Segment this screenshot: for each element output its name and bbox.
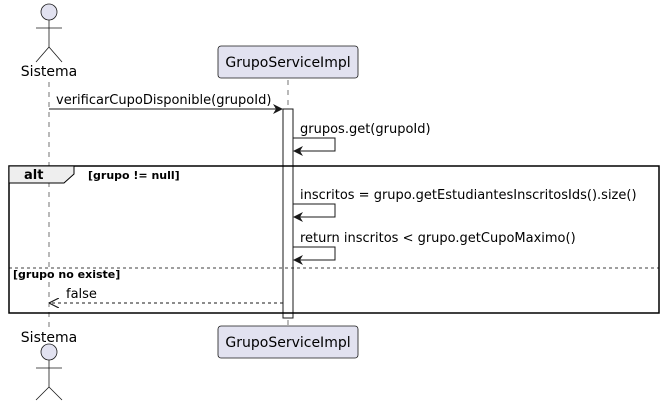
alt-guard-2: [grupo no existe] <box>13 268 120 281</box>
alt-keyword: alt <box>24 168 43 183</box>
message-grupos-get: grupos.get(grupoId) <box>293 122 431 156</box>
alt-frame <box>8 165 660 314</box>
message-verificarcupo: verificarCupoDisponible(grupoId) <box>49 93 283 114</box>
actor-sistema-top: Sistema <box>21 3 77 80</box>
message-false-return: false <box>50 287 283 303</box>
message-label: grupos.get(grupoId) <box>300 122 431 137</box>
actor-icon <box>35 343 63 401</box>
message-label: return inscritos < grupo.getCupoMaximo() <box>300 231 576 246</box>
message-label: verificarCupoDisponible(grupoId) <box>56 93 271 108</box>
alt-guard-1: [grupo != null] <box>88 169 180 182</box>
actor-label-top: Sistema <box>21 64 77 80</box>
participant-gruposerviceimpl-bottom: GrupoServiceImpl <box>217 325 359 359</box>
participant-gruposerviceimpl-top: GrupoServiceImpl <box>217 45 359 79</box>
self-arrow <box>293 203 336 222</box>
message-label: inscritos = grupo.getEstudiantesInscrito… <box>300 188 637 203</box>
self-arrow <box>293 246 336 265</box>
participant-label-top: GrupoServiceImpl <box>225 55 350 71</box>
participant-label-bottom: GrupoServiceImpl <box>225 335 350 351</box>
actor-icon <box>35 3 63 63</box>
message-label: false <box>66 287 97 302</box>
message-inscritos: inscritos = grupo.getEstudiantesInscrito… <box>293 188 637 222</box>
alt-fragment: alt [grupo != null] [grupo no existe] <box>8 165 660 314</box>
actor-label-bottom: Sistema <box>21 330 77 346</box>
self-arrow <box>293 137 336 156</box>
message-return-inscritos: return inscritos < grupo.getCupoMaximo() <box>293 231 576 265</box>
actor-sistema-bottom: Sistema <box>21 330 77 401</box>
alt-tab <box>8 165 75 184</box>
activation-bar <box>282 108 294 319</box>
